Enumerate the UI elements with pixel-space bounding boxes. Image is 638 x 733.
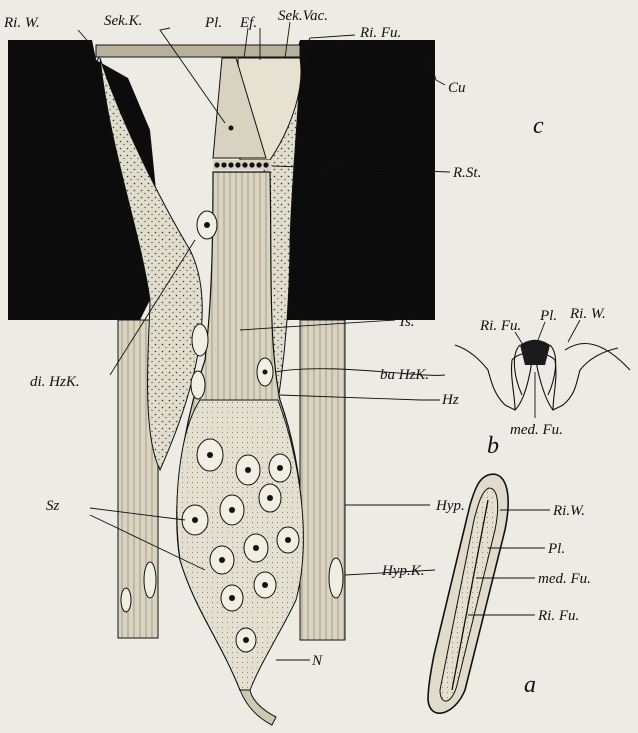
label-b-med-fu: med. Fu. — [510, 422, 563, 438]
label-a-ri-fu: Ri. Fu. — [537, 608, 579, 624]
label-ts: Ts. — [398, 314, 415, 330]
label-b-ri-w: Ri. W. — [569, 306, 606, 322]
label-r-st: R.St. — [452, 165, 481, 181]
label-ef: Ef. — [239, 15, 257, 31]
hz-nucleus-left-2 — [191, 371, 205, 399]
secretion-cell-nucleus — [229, 126, 234, 131]
label-a-med-fu: med. Fu. — [538, 571, 591, 587]
figure-b — [455, 320, 630, 418]
label-hyp: Hyp. — [435, 498, 465, 514]
label-pl: Pl. — [204, 15, 222, 31]
top-plate — [96, 45, 300, 57]
label-sek-k: Sek.K. — [104, 13, 142, 29]
hypodermis-nucleus — [121, 588, 131, 612]
label-a-pl: Pl. — [547, 541, 565, 557]
label-hz: Hz — [441, 392, 459, 408]
label-ba-hzk: ba HzK. — [380, 367, 429, 383]
rod-border — [213, 160, 271, 170]
leader-lines-b — [515, 320, 580, 418]
hz-nucleus-left — [192, 324, 208, 356]
label-letter-c: c — [533, 113, 544, 139]
ring-fold-inner — [515, 360, 553, 410]
label-b-pl: Pl. — [539, 308, 557, 324]
label-cu: Cu — [448, 80, 466, 96]
label-di-hzk: di. HzK. — [30, 374, 80, 390]
hypodermis-nucleus — [329, 558, 343, 598]
ba-hzk-nucleolus — [263, 370, 268, 375]
hypodermis-nucleus — [144, 562, 156, 598]
label-sz: Sz — [46, 498, 60, 514]
label-n: N — [311, 653, 323, 669]
label-b-ri-fu: Ri. Fu. — [479, 318, 521, 334]
label-a-ri-w: Ri.W. — [552, 503, 585, 519]
nerve — [240, 690, 276, 725]
ring-fold-right — [565, 343, 630, 370]
label-hyp-k: Hyp.K. — [381, 563, 425, 579]
label-sek-vac: Sek.Vac. — [278, 8, 328, 24]
di-hzk-nucleolus — [204, 222, 210, 228]
label-letter-b: b — [487, 433, 499, 459]
plate-b — [520, 340, 550, 365]
label-letter-a: a — [524, 672, 536, 698]
label-ri-w: Ri. W. — [3, 15, 40, 31]
label-ri-fu: Ri. Fu. — [359, 25, 401, 41]
